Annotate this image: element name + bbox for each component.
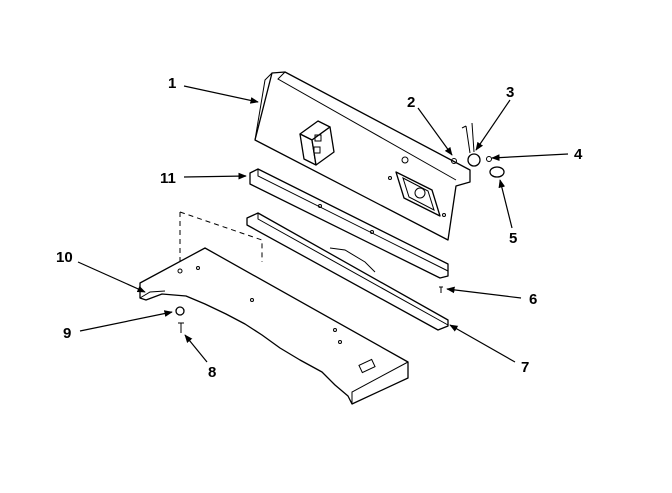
callout-3: 3 xyxy=(506,84,514,101)
callout-2: 2 xyxy=(407,94,415,111)
trim-strip-part-7 xyxy=(246,212,449,331)
backguard-panel-part-1 xyxy=(254,71,471,241)
callout-6: 6 xyxy=(529,291,537,308)
callout-11: 11 xyxy=(160,170,176,187)
callout-1: 1 xyxy=(168,75,176,92)
callout-8: 8 xyxy=(208,364,216,381)
callout-labels: 1 2 3 4 5 6 7 8 9 10 11 xyxy=(56,75,583,381)
hardware-parts xyxy=(175,122,505,333)
base-panel-part-10 xyxy=(139,211,409,405)
callout-10: 10 xyxy=(56,249,73,266)
leader-lines xyxy=(77,85,569,363)
callout-4: 4 xyxy=(574,146,583,163)
mounting-rail-part-11 xyxy=(249,168,449,279)
callout-5: 5 xyxy=(509,230,517,247)
callout-7: 7 xyxy=(521,359,529,376)
callout-9: 9 xyxy=(63,325,71,342)
